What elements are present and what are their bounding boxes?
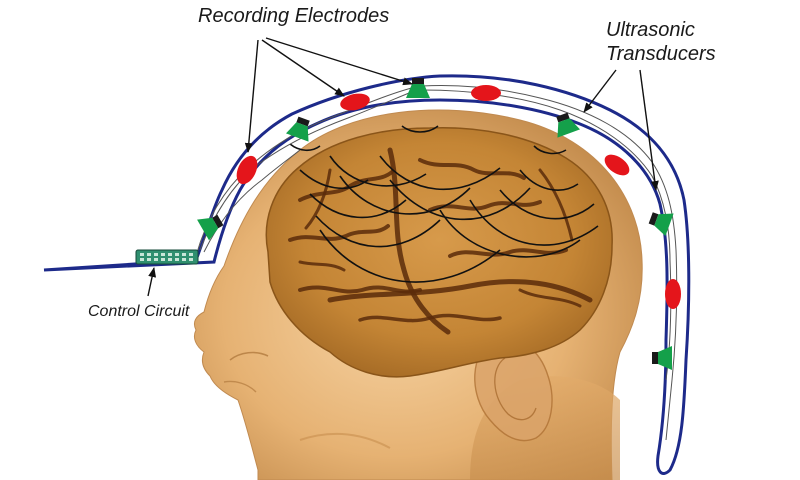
electrode-icon bbox=[471, 85, 501, 101]
brain bbox=[265, 127, 613, 378]
electrode-icon bbox=[236, 155, 258, 185]
electrode-icon bbox=[665, 279, 681, 309]
arrow-electrodes-1 bbox=[244, 39, 259, 153]
arrow-transducers-1 bbox=[583, 69, 617, 113]
recording-electrodes bbox=[236, 85, 681, 309]
transducer-icon bbox=[406, 78, 430, 98]
label-transducers: Transducers bbox=[606, 43, 716, 65]
arrow-electrodes-2 bbox=[261, 39, 345, 97]
electrode-icon bbox=[604, 154, 630, 176]
callout-arrows bbox=[147, 37, 659, 297]
transducer-icon bbox=[285, 116, 310, 142]
ultrasonic-transducers bbox=[197, 78, 674, 370]
transducer-icon bbox=[648, 212, 674, 237]
circuit-board-icon bbox=[135, 249, 199, 265]
transducer-icon bbox=[652, 346, 672, 370]
helmet-shell bbox=[43, 74, 691, 475]
arrow-control-circuit bbox=[147, 267, 157, 297]
arrow-transducers-2 bbox=[639, 69, 659, 191]
label-control-circuit: Control Circuit bbox=[88, 303, 190, 320]
transducer-icon bbox=[556, 112, 581, 138]
control-circuit-board bbox=[135, 249, 199, 265]
label-recording-electrodes: Recording Electrodes bbox=[198, 5, 389, 27]
label-ultrasonic: Ultrasonic bbox=[606, 19, 695, 41]
ultrasound-waves bbox=[289, 125, 599, 283]
arrow-electrodes-3 bbox=[265, 37, 413, 86]
electrode-icon bbox=[340, 93, 370, 111]
transducer-icon bbox=[197, 214, 224, 241]
